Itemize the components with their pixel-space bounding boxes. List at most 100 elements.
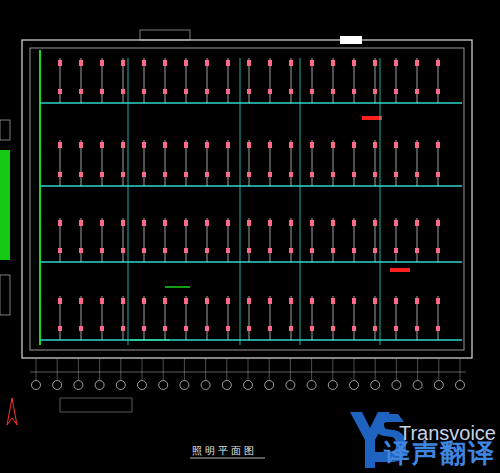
light-fixture bbox=[226, 60, 230, 66]
light-fixture bbox=[394, 248, 398, 253]
highlight-mark bbox=[362, 116, 382, 120]
axis-line bbox=[396, 358, 397, 380]
branch-wire bbox=[165, 286, 190, 288]
axis-line bbox=[417, 358, 418, 380]
light-fixture bbox=[79, 172, 83, 177]
light-fixture bbox=[121, 142, 125, 148]
light-fixture bbox=[415, 142, 419, 148]
light-fixture bbox=[373, 60, 377, 66]
light-fixture bbox=[142, 298, 146, 304]
light-fixture bbox=[310, 142, 314, 148]
axis-bubble bbox=[286, 381, 295, 390]
axis-bubble bbox=[201, 381, 210, 390]
light-fixture bbox=[247, 298, 251, 304]
light-fixture bbox=[142, 89, 146, 94]
light-fixture bbox=[100, 172, 104, 177]
riser-wire bbox=[300, 58, 301, 345]
light-fixture bbox=[373, 89, 377, 94]
light-fixture bbox=[289, 298, 293, 304]
light-fixture bbox=[121, 89, 125, 94]
light-fixture bbox=[352, 172, 356, 177]
light-fixture bbox=[394, 220, 398, 226]
light-fixture bbox=[163, 172, 167, 177]
light-fixture bbox=[58, 248, 62, 253]
light-fixture bbox=[163, 142, 167, 148]
riser-wire bbox=[240, 58, 241, 345]
light-fixture bbox=[415, 248, 419, 253]
highlight-mark bbox=[390, 268, 410, 272]
light-fixture bbox=[394, 326, 398, 331]
light-fixture bbox=[352, 142, 356, 148]
light-fixture bbox=[205, 248, 209, 253]
axis-bubble bbox=[244, 381, 253, 390]
north-arrow bbox=[7, 398, 17, 425]
axis-line bbox=[57, 358, 58, 380]
note-box bbox=[60, 398, 132, 412]
light-fixture bbox=[415, 89, 419, 94]
light-fixture bbox=[79, 89, 83, 94]
axis-line bbox=[438, 358, 439, 380]
axis-bubble bbox=[159, 381, 168, 390]
light-fixture bbox=[184, 248, 188, 253]
light-fixture bbox=[415, 172, 419, 177]
axis-bubble bbox=[95, 381, 104, 390]
light-fixture bbox=[184, 298, 188, 304]
light-fixture bbox=[58, 89, 62, 94]
light-fixture bbox=[436, 89, 440, 94]
light-fixture bbox=[352, 60, 356, 66]
light-fixture bbox=[373, 326, 377, 331]
light-fixture bbox=[415, 298, 419, 304]
light-fixture bbox=[163, 60, 167, 66]
light-fixture bbox=[268, 89, 272, 94]
light-fixture bbox=[436, 326, 440, 331]
light-fixture bbox=[415, 326, 419, 331]
light-fixture bbox=[373, 298, 377, 304]
light-fixture bbox=[226, 248, 230, 253]
axis-bubble bbox=[32, 381, 41, 390]
light-fixture bbox=[121, 60, 125, 66]
light-fixture bbox=[79, 220, 83, 226]
light-fixture bbox=[184, 220, 188, 226]
lighting-circuit bbox=[40, 102, 462, 103]
light-fixture bbox=[121, 248, 125, 253]
axis-bubble bbox=[371, 381, 380, 390]
light-fixture bbox=[226, 326, 230, 331]
light-fixture bbox=[436, 220, 440, 226]
axis-line bbox=[120, 358, 121, 380]
light-fixture bbox=[289, 60, 293, 66]
light-fixture bbox=[205, 89, 209, 94]
light-fixture bbox=[331, 326, 335, 331]
dimension-line bbox=[30, 372, 466, 373]
light-fixture bbox=[163, 298, 167, 304]
light-fixture bbox=[352, 298, 356, 304]
light-fixture bbox=[289, 220, 293, 226]
axis-line bbox=[78, 358, 79, 380]
axis-line bbox=[354, 358, 355, 380]
axis-bubble bbox=[116, 381, 125, 390]
light-fixture bbox=[331, 89, 335, 94]
light-fixture bbox=[436, 60, 440, 66]
light-fixture bbox=[394, 142, 398, 148]
axis-line bbox=[460, 358, 461, 380]
axis-line bbox=[375, 358, 376, 380]
light-fixture bbox=[310, 248, 314, 253]
axis-line bbox=[332, 358, 333, 380]
axis-line bbox=[163, 358, 164, 380]
light-fixture bbox=[205, 220, 209, 226]
light-fixture bbox=[205, 326, 209, 331]
inner-wall bbox=[30, 48, 464, 350]
light-fixture bbox=[373, 172, 377, 177]
axis-bubble bbox=[180, 381, 189, 390]
axis-line bbox=[36, 358, 37, 380]
light-fixture bbox=[289, 326, 293, 331]
drawing-title: 照明平面图 bbox=[192, 444, 257, 458]
light-fixture bbox=[373, 142, 377, 148]
light-fixture bbox=[268, 298, 272, 304]
light-fixture bbox=[184, 142, 188, 148]
light-fixture bbox=[100, 248, 104, 253]
axis-line bbox=[269, 358, 270, 380]
light-fixture bbox=[331, 220, 335, 226]
